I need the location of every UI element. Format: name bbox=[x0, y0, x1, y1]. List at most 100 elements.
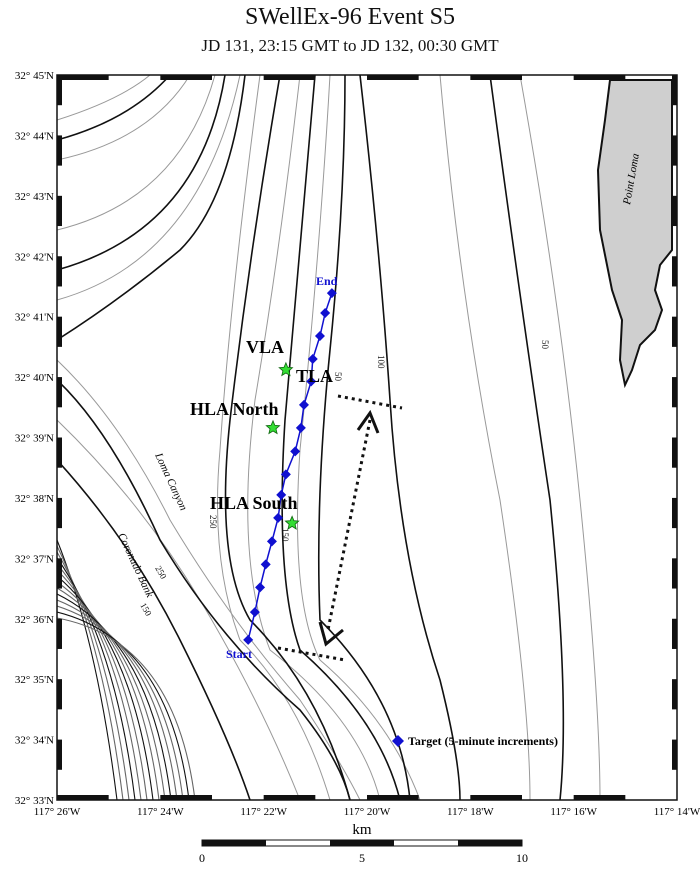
frame-tick bbox=[263, 795, 316, 800]
end-label: End bbox=[316, 274, 338, 288]
contour-line bbox=[57, 599, 178, 800]
lat-tick-label: 32° 38'N bbox=[15, 493, 54, 505]
track-point-diamond bbox=[295, 422, 306, 433]
legend-diamond-icon bbox=[392, 735, 404, 747]
frame-tick bbox=[160, 75, 212, 80]
frame-tick bbox=[367, 795, 419, 800]
frame-tick bbox=[470, 75, 522, 80]
track-point-diamond bbox=[314, 331, 325, 341]
lat-tick-label: 32° 42'N bbox=[15, 251, 54, 263]
lat-tick-label: 32° 33'N bbox=[15, 795, 54, 807]
frame-tick bbox=[160, 795, 212, 800]
contour-line bbox=[57, 569, 148, 800]
start-label: Start bbox=[226, 647, 252, 661]
hla-south-label: HLA South bbox=[210, 493, 298, 513]
track-point-diamond bbox=[249, 607, 260, 618]
contour-line bbox=[57, 605, 184, 800]
frame-tick bbox=[672, 437, 677, 468]
target-track-line bbox=[247, 292, 333, 641]
coronado-bank-label: Coronado Bank bbox=[115, 531, 156, 600]
frame-tick bbox=[672, 75, 677, 106]
frame-tick bbox=[672, 377, 677, 408]
frame-tick bbox=[57, 558, 62, 589]
frame-tick bbox=[672, 256, 677, 287]
frame-tick bbox=[57, 739, 62, 770]
track-point-diamond bbox=[320, 308, 331, 319]
lat-tick-label: 32° 45'N bbox=[15, 70, 54, 82]
track-point-diamond bbox=[298, 399, 309, 410]
contour-label: 250 bbox=[208, 515, 218, 529]
frame-tick bbox=[57, 135, 62, 166]
frame-tick bbox=[672, 195, 677, 227]
frame-tick bbox=[57, 497, 62, 529]
contour-line bbox=[57, 563, 142, 800]
contour-line bbox=[57, 551, 130, 800]
frame-tick bbox=[672, 316, 677, 347]
frame-tick bbox=[57, 316, 62, 347]
frame-tick bbox=[672, 739, 677, 770]
frame-ticks bbox=[57, 75, 677, 800]
contour-line bbox=[57, 581, 160, 800]
track-point-diamond bbox=[306, 376, 317, 387]
track-point-diamond bbox=[260, 559, 271, 570]
contour-label: 50 bbox=[540, 340, 550, 350]
frame-tick bbox=[573, 75, 626, 80]
lat-tick-label: 32° 39'N bbox=[15, 433, 54, 445]
contour-labels: 100 50 250 250 150 50 150 bbox=[138, 340, 550, 618]
contour-line bbox=[57, 545, 124, 800]
lat-tick-label: 32° 44'N bbox=[15, 130, 54, 142]
contour-label: 100 bbox=[376, 355, 386, 369]
contour-label: 250 bbox=[153, 564, 169, 581]
bathymetry-contours bbox=[57, 75, 673, 800]
legend: Target (5-minute increments) bbox=[392, 734, 558, 748]
lat-tick-label: 32° 43'N bbox=[15, 191, 54, 203]
lon-tick-label: 117° 14'W bbox=[654, 806, 700, 818]
contour-line bbox=[57, 611, 190, 800]
track-point-diamond bbox=[280, 469, 291, 480]
frame-tick bbox=[672, 679, 677, 710]
contour-label: 50 bbox=[333, 372, 343, 382]
track-point-diamond bbox=[243, 634, 254, 645]
frame-tick bbox=[57, 437, 62, 468]
scale-unit: km bbox=[352, 822, 372, 838]
frame-tick bbox=[672, 497, 677, 529]
lat-tick-label: 32° 35'N bbox=[15, 674, 54, 686]
contour-line bbox=[57, 575, 154, 800]
array-star-icon bbox=[278, 361, 294, 377]
frame-tick bbox=[57, 256, 62, 287]
dotted-lines bbox=[277, 394, 403, 662]
frame-tick bbox=[57, 195, 62, 227]
loma-canyon-label: Loma Canyon bbox=[152, 450, 190, 513]
tla-label: TLA bbox=[296, 366, 333, 386]
frame-tick bbox=[263, 75, 316, 80]
contour-line bbox=[57, 617, 196, 800]
array-star-icon bbox=[265, 419, 281, 435]
frame-tick bbox=[57, 75, 109, 80]
frame-tick bbox=[470, 795, 522, 800]
vla-label: VLA bbox=[246, 337, 284, 357]
track-point-diamond bbox=[266, 536, 277, 547]
frame-tick bbox=[57, 75, 62, 106]
lat-tick-label: 32° 40'N bbox=[15, 372, 54, 384]
frame-tick bbox=[367, 75, 419, 80]
contour-line bbox=[57, 557, 136, 800]
contour-line bbox=[57, 587, 166, 800]
lon-tick-label: 117° 20'W bbox=[344, 806, 391, 818]
track-point-diamond bbox=[276, 489, 287, 500]
frame-tick bbox=[57, 795, 109, 800]
contour-line bbox=[57, 593, 172, 800]
frame-tick bbox=[573, 795, 626, 800]
lon-tick-label: 117° 26'W bbox=[34, 806, 81, 818]
track-point-diamond bbox=[255, 582, 266, 593]
array-star-icon bbox=[284, 515, 300, 530]
lat-tick-label: 32° 34'N bbox=[15, 735, 54, 747]
point-loma-land bbox=[596, 79, 673, 389]
frame-tick bbox=[672, 135, 677, 166]
arrowheads bbox=[318, 409, 380, 647]
track-point-diamond bbox=[290, 446, 301, 457]
scale-tick: 0 bbox=[199, 851, 205, 865]
frame-tick bbox=[57, 679, 62, 710]
map-subtitle: JD 131, 23:15 GMT to JD 132, 00:30 GMT bbox=[201, 36, 499, 55]
lon-tick-label: 117° 22'W bbox=[240, 806, 287, 818]
